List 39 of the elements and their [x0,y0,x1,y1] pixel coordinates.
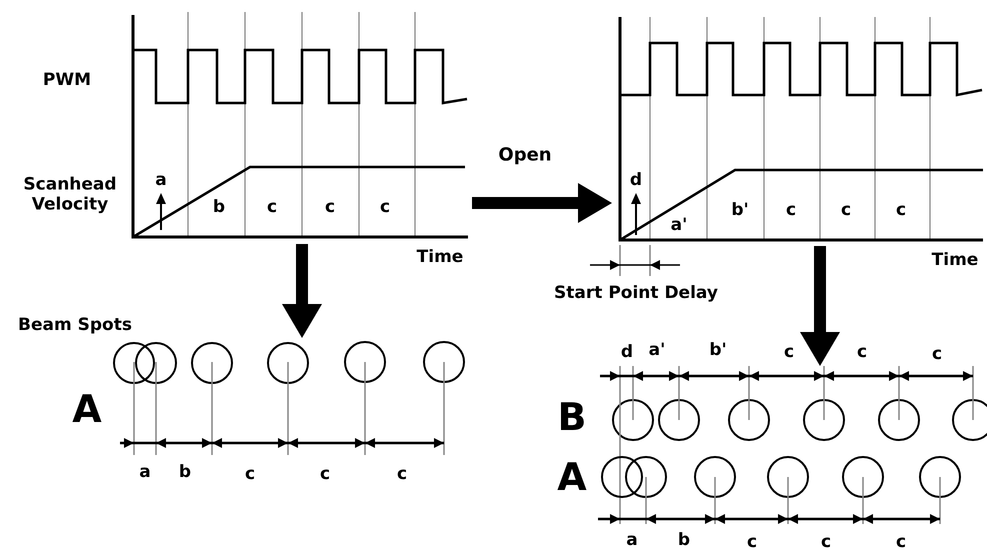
axis-label: Scanhead Velocity [22,174,118,216]
row-label: A [557,455,587,501]
segment-label: c [396,464,408,484]
segment-label: c [244,464,256,484]
segment-label: c [856,342,868,362]
segment-label: c [380,196,390,218]
dimension-label: Start Point Delay [554,282,718,304]
segment-label: b' [709,340,727,360]
axis-label: PWM [42,70,92,90]
segment-label: b' [731,200,749,220]
segment-label: a' [670,214,688,236]
segment-label: a [155,170,167,190]
row-label: A [72,387,102,433]
segment-label: a [626,530,638,550]
axis-label: Time [416,246,464,268]
section-heading: Beam Spots [18,314,132,336]
segment-label: c [320,464,330,484]
segment-label: a [139,462,151,482]
row-label: B [558,395,586,441]
segment-label: d [630,170,642,190]
arrow [800,246,840,366]
segment-label: c [266,196,278,218]
segment-label: d [620,342,634,362]
segment-label: c [784,342,794,362]
segment-label: b [212,196,226,218]
segment-label: b [178,462,192,482]
arrow [282,244,322,338]
segment-label: c [840,200,852,220]
segment-label: c [896,200,906,220]
segment-label: c [746,532,758,552]
segment-label: c [932,344,942,364]
segment-label: c [786,200,796,220]
arrow [472,183,612,223]
segment-label: c [820,532,832,552]
axis-label: Time [932,250,978,270]
segment-label: c [896,532,906,552]
segment-label: a' [648,340,666,360]
segment-label: c [324,196,336,218]
segment-label: b [678,530,690,550]
